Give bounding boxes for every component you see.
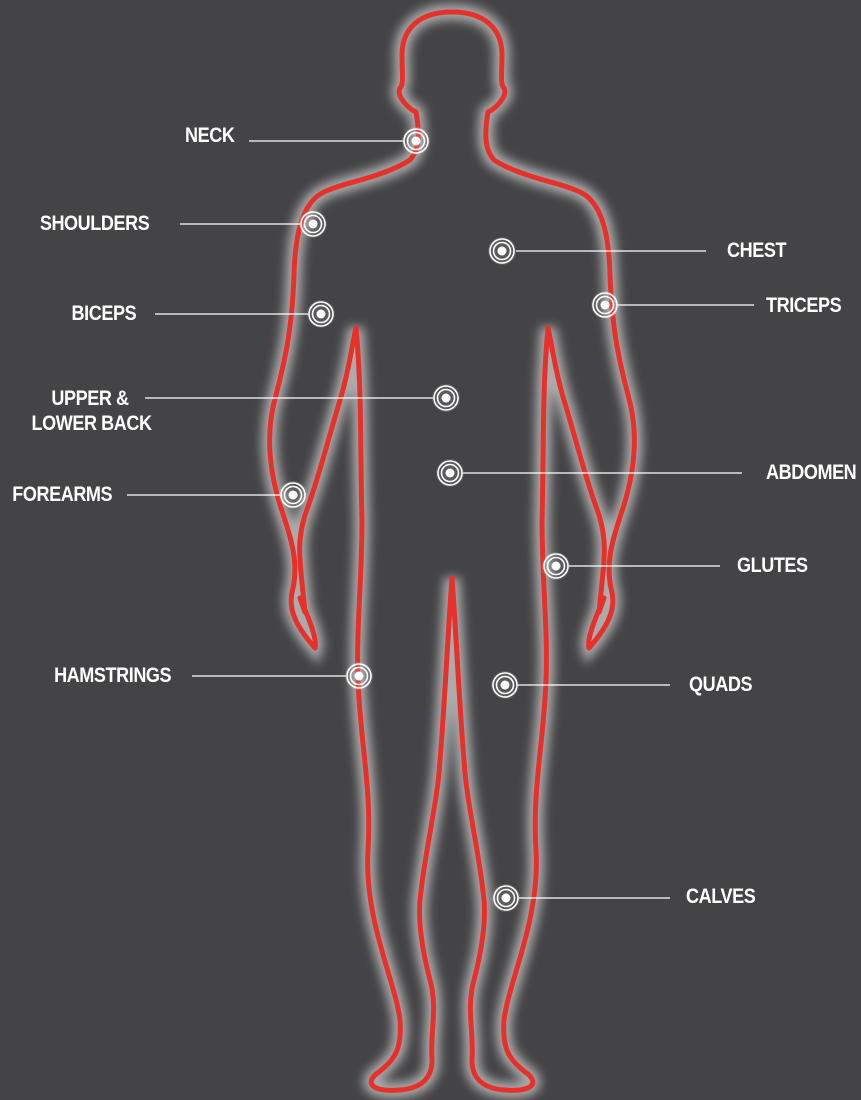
label-abdomen: ABDOMEN	[766, 460, 856, 485]
marker-calves[interactable]	[492, 884, 520, 912]
marker-back[interactable]	[432, 384, 460, 412]
label-hamstrings: HAMSTRINGS	[54, 663, 171, 688]
label-back-line1: UPPER &	[32, 386, 149, 411]
marker-abdomen[interactable]	[436, 459, 464, 487]
marker-shoulders[interactable]	[299, 210, 327, 238]
label-back-line2: LOWER BACK	[32, 411, 149, 436]
marker-quads[interactable]	[491, 671, 519, 699]
label-back: UPPER & LOWER BACK	[32, 386, 149, 436]
marker-triceps[interactable]	[591, 291, 619, 319]
label-glutes: GLUTES	[737, 553, 808, 578]
label-biceps: BICEPS	[71, 301, 136, 326]
label-neck: NECK	[186, 123, 235, 148]
label-chest: CHEST	[727, 238, 786, 263]
label-quads: QUADS	[689, 672, 752, 697]
label-shoulders: SHOULDERS	[39, 211, 149, 236]
label-calves: CALVES	[686, 884, 755, 909]
marker-glutes[interactable]	[542, 552, 570, 580]
body-outline	[270, 12, 635, 1090]
label-triceps: TRICEPS	[766, 293, 841, 318]
marker-biceps[interactable]	[307, 300, 335, 328]
body-outline-glow	[270, 12, 635, 1090]
marker-hamstrings[interactable]	[345, 662, 373, 690]
marker-chest[interactable]	[488, 237, 516, 265]
marker-forearms[interactable]	[279, 481, 307, 509]
label-forearms: FOREARMS	[12, 482, 112, 507]
marker-neck[interactable]	[402, 127, 430, 155]
